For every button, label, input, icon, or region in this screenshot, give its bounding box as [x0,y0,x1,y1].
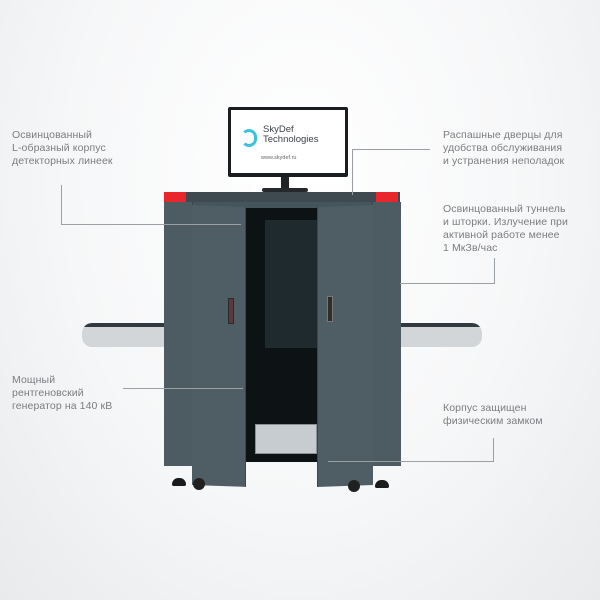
callout-swing-doors: Распашные дверцы для удобства обслуживан… [443,129,565,167]
monitor: SkyDef Technologies www.skydef.ru [228,107,348,177]
callout-line [352,149,353,195]
callout-detector-housing: Освинцованный L-образный корпус детектор… [12,129,113,167]
door-right [317,205,373,487]
leveling-foot [172,478,186,486]
callout-line [494,258,495,283]
brand-name: SkyDef Technologies [263,124,319,145]
warning-light-right [376,192,398,202]
conveyor-right [400,323,482,347]
caster-wheel [193,478,205,490]
monitor-stand [281,177,289,189]
callout-line [328,461,494,462]
callout-line [123,388,243,389]
monitor-stand-base [262,188,308,192]
side-panel-right [372,202,401,466]
caster-wheel [348,480,360,492]
callout-line [493,438,494,462]
callout-line [400,283,495,284]
door-handle-left [228,298,234,324]
callout-line [61,185,62,225]
callout-lock: Корпус защищен физическим замком [443,402,543,427]
callout-generator: Мощный рентгеновский генератор на 140 кВ [12,374,113,412]
callout-line [61,224,241,225]
callout-tunnel-curtains: Освинцованный туннель и шторки. Излучени… [443,203,568,254]
door-handle-right [327,296,333,322]
warning-light-left [164,192,186,202]
monitor-screen: SkyDef Technologies www.skydef.ru [231,110,345,173]
detector-panel [265,220,317,348]
side-panel-left [164,202,193,466]
callout-line [352,149,430,150]
skydef-logo-icon [241,129,257,147]
top-bar [164,192,400,202]
generator-tray [255,424,317,454]
leveling-foot [375,480,389,488]
conveyor-left [82,323,164,347]
brand-url: www.skydef.ru [261,155,297,161]
door-left [192,205,246,487]
